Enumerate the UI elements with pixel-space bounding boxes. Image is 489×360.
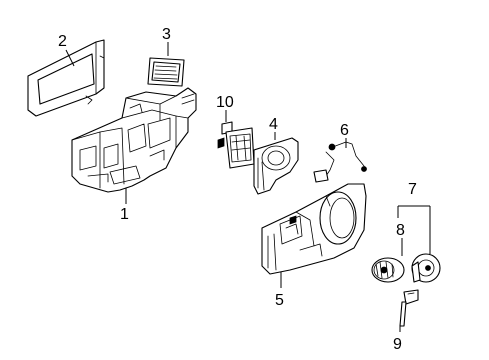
part-5-housing [261,183,367,275]
callout-2: 2 [58,33,67,50]
callout-6: 6 [340,122,349,139]
part-10-actuator [217,121,255,169]
callout-4: 4 [269,116,278,133]
callout-3: 3 [162,26,171,43]
part-8-motor [371,257,405,283]
part-6-harness [313,141,367,183]
part-2-seal [27,39,105,117]
callouts: 2 3 10 4 6 1 7 8 5 9 [58,26,417,353]
leader-lines [65,42,431,332]
part-1-case [71,87,197,193]
callout-10: 10 [216,94,234,111]
callout-1: 1 [120,206,129,223]
part-3-filter [147,57,185,87]
part-4-cover [253,137,299,195]
part-7-fan [411,253,441,283]
callout-7: 7 [408,181,417,198]
callout-9: 9 [393,336,402,353]
part-9-resistor [399,289,419,327]
callout-8: 8 [396,222,405,239]
callout-5: 5 [275,292,284,309]
